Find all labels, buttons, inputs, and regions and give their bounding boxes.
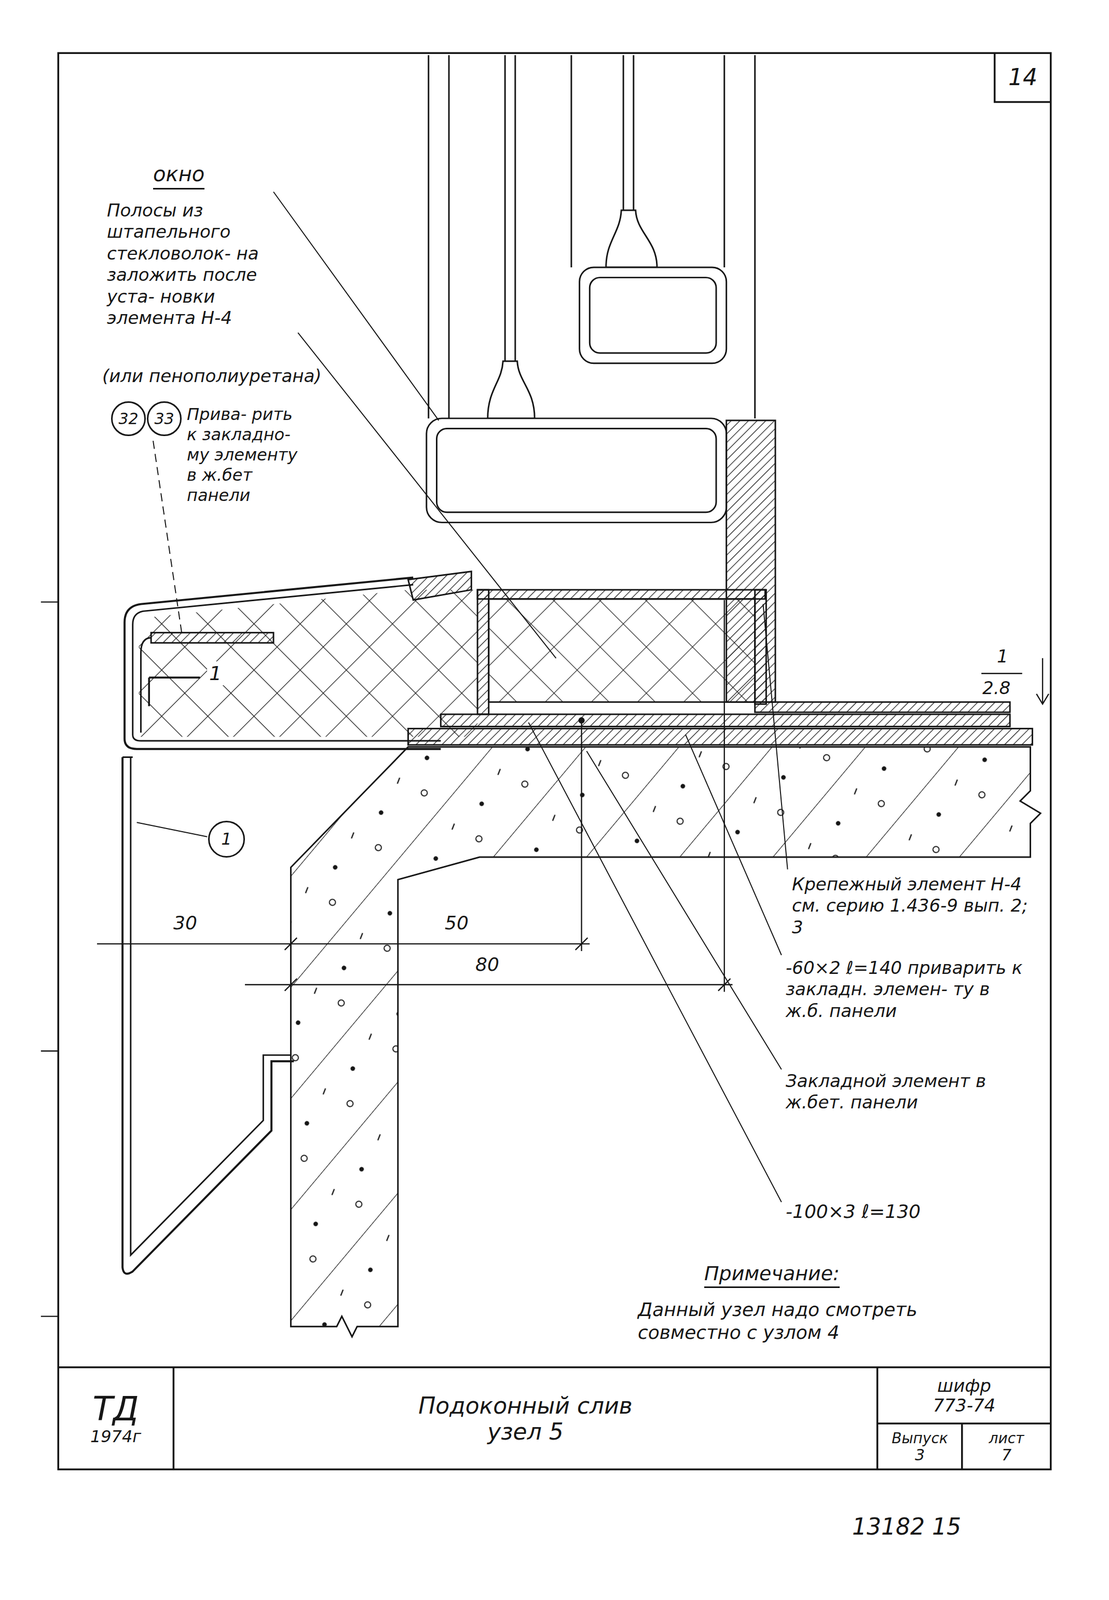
sealant-wedge (407, 571, 472, 600)
note-text: (или пенополиуретана) (102, 365, 322, 387)
archive-number: 13182 15 (852, 1512, 962, 1541)
note-text: Полосы из штапельного стекловолок- на за… (106, 199, 289, 330)
node-text: 14 (1008, 64, 1038, 90)
plate-100x3 (440, 714, 1010, 727)
node-text: 1 (221, 829, 232, 849)
dimension-dot (579, 717, 585, 723)
drip-flashing (122, 756, 291, 1255)
title-stamp-cell: ТД1974г (58, 1366, 174, 1470)
slope-arrow (1036, 658, 1049, 704)
upper-frame-inner (589, 277, 717, 353)
node-text: 32 (118, 409, 139, 428)
part-label: Закладной элемент в ж.бет. панели (785, 1070, 1016, 1114)
leader-line (153, 440, 182, 633)
slope-value: 1 (996, 645, 1009, 667)
part-label: Крепежный элемент Н-4 см. серию 1.436-9 … (791, 873, 1037, 938)
node-text: ТД (92, 1390, 139, 1428)
sheet-cell: лист7 (962, 1423, 1051, 1470)
note-text: Данный узел надо смотреть совместно с уз… (637, 1297, 975, 1344)
dimension-line (97, 937, 590, 950)
element-h4-web (755, 589, 767, 704)
callout-circle: 33 (146, 401, 182, 436)
lower-frame (426, 418, 727, 523)
part-label: -60×2 ℓ=140 приварить к закладн. элемен-… (785, 956, 1031, 1022)
sill-flashing (132, 584, 442, 741)
callout-circle: 32 (111, 401, 146, 436)
clip-32-33 (151, 632, 274, 643)
leader-line (685, 734, 782, 955)
dimension-line (244, 978, 733, 991)
leader-line (762, 604, 788, 870)
leader-lines (137, 192, 788, 1202)
callout-circle: 1 (208, 820, 245, 858)
insulation-strips (488, 598, 756, 703)
section-mark (148, 677, 200, 706)
slope-line (981, 672, 1023, 674)
note-text: Прива- рить к закладно- му элементу в ж.… (186, 404, 299, 506)
title-cell: Подоконный слив узел 5 (173, 1366, 878, 1470)
node-text: 773-74 (933, 1394, 996, 1415)
sill-flashing (124, 577, 441, 749)
lower-frame-inner (436, 428, 717, 513)
embedded-plate (407, 728, 1033, 745)
note-heading: Примечание: (704, 1261, 840, 1288)
node-text: 3 (914, 1445, 925, 1464)
frame (40, 52, 1051, 1469)
slope-value: 2.8 (982, 677, 1011, 699)
drip-flashing (122, 756, 294, 1273)
margin-ticks (40, 601, 59, 1317)
node-text: шифр (937, 1375, 992, 1395)
leader-line (137, 822, 208, 837)
issue-cell: Выпуск3 (877, 1423, 963, 1470)
glazing-gasket (606, 210, 657, 268)
sill-assembly (122, 571, 1041, 1337)
upper-frame (579, 267, 727, 364)
dimensions (97, 599, 1049, 992)
sheet-number-frame (994, 52, 1051, 102)
insulation (139, 589, 478, 737)
window-lines (428, 55, 756, 419)
extension-line (581, 599, 725, 992)
node-text: 7 (1001, 1445, 1012, 1464)
dimension-value: 50 (444, 911, 469, 935)
element-h4-top (477, 589, 765, 599)
sheet-number-box: 14 (994, 52, 1051, 102)
element-h4-flange (755, 701, 1010, 713)
leader-line (586, 750, 782, 1070)
title-block-grid (58, 1366, 1051, 1470)
node-text: 1974г (90, 1427, 142, 1446)
dimension-value: 30 (173, 911, 198, 935)
leader-line (528, 722, 782, 1202)
window-label: окно (153, 161, 205, 190)
code-cell: шифр773-74 (877, 1366, 1051, 1423)
node-text: Выпуск (891, 1429, 949, 1446)
dimension-value: 80 (475, 952, 500, 976)
leader-line (297, 332, 556, 659)
concrete-panel (290, 746, 1041, 1337)
element-h4-web (477, 589, 489, 715)
section-number: 1 (207, 661, 224, 686)
sheet-frame (58, 52, 1051, 1469)
node-text: 33 (154, 409, 174, 428)
part-label: -100×3 ℓ=130 (785, 1199, 921, 1223)
glazing-gasket (487, 361, 535, 419)
node-text: Подоконный слив узел 5 (390, 1392, 661, 1444)
node-text: лист (989, 1429, 1025, 1446)
